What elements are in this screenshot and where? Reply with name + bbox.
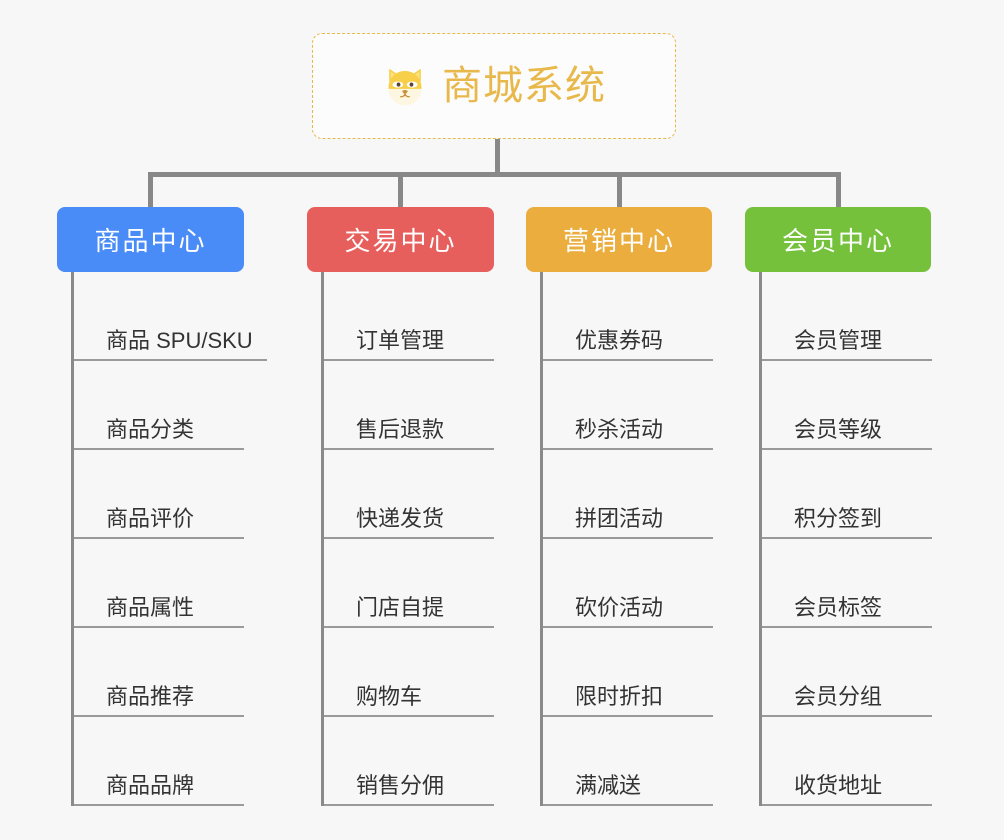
branch-member-center: 会员中心 会员管理 会员等级 积分签到 会员标签 会员分组 收货地址 [745,207,961,806]
list-item[interactable]: 快递发货 [324,450,523,539]
leaf-list-member-center: 会员管理 会员等级 积分签到 会员标签 会员分组 收货地址 [759,272,961,806]
leaf-label: 收货地址 [762,773,932,806]
leaf-label: 秒杀活动 [543,417,713,450]
leaf-label: 商品属性 [74,595,244,628]
list-item[interactable]: 订单管理 [324,272,523,361]
list-item[interactable]: 会员分组 [762,628,961,717]
leaf-list-trade-center: 订单管理 售后退款 快递发货 门店自提 购物车 销售分佣 [321,272,523,806]
connector-drop-marketing-center [617,172,622,209]
branch-product-center: 商品中心 商品 SPU/SKU 商品分类 商品评价 商品属性 商品推荐 商品品牌 [57,207,273,806]
leaf-label: 订单管理 [324,328,494,361]
list-item[interactable]: 门店自提 [324,539,523,628]
list-item[interactable]: 会员管理 [762,272,961,361]
list-item[interactable]: 会员等级 [762,361,961,450]
leaf-label: 优惠券码 [543,328,713,361]
leaf-label: 积分签到 [762,506,932,539]
category-header-marketing-center[interactable]: 营销中心 [526,207,712,272]
shiba-dog-face-icon [388,68,422,106]
leaf-label: 限时折扣 [543,684,713,717]
list-item[interactable]: 拼团活动 [543,450,742,539]
connector-drop-product-center [148,172,153,209]
leaf-list-product-center: 商品 SPU/SKU 商品分类 商品评价 商品属性 商品推荐 商品品牌 [71,272,273,806]
leaf-label: 商品推荐 [74,684,244,717]
list-item[interactable]: 商品推荐 [74,628,273,717]
leaf-label: 商品分类 [74,417,244,450]
list-item[interactable]: 商品分类 [74,361,273,450]
list-item[interactable]: 商品 SPU/SKU [74,272,273,361]
list-item[interactable]: 砍价活动 [543,539,742,628]
list-item[interactable]: 秒杀活动 [543,361,742,450]
list-item[interactable]: 购物车 [324,628,523,717]
category-header-product-center[interactable]: 商品中心 [57,207,244,272]
list-item[interactable]: 满减送 [543,717,742,806]
connector-horizontal-bus [148,172,838,177]
list-item[interactable]: 商品属性 [74,539,273,628]
leaf-label: 会员等级 [762,417,932,450]
leaf-label: 门店自提 [324,595,494,628]
leaf-label: 会员管理 [762,328,932,361]
connector-drop-trade-center [398,172,403,209]
branch-marketing-center: 营销中心 优惠券码 秒杀活动 拼团活动 砍价活动 限时折扣 满减送 [526,207,742,806]
list-item[interactable]: 收货地址 [762,717,961,806]
leaf-label: 购物车 [324,684,494,717]
leaf-label: 会员标签 [762,595,932,628]
leaf-label: 会员分组 [762,684,932,717]
list-item[interactable]: 限时折扣 [543,628,742,717]
list-item[interactable]: 售后退款 [324,361,523,450]
connector-root-stem [495,139,500,175]
branch-trade-center: 交易中心 订单管理 售后退款 快递发货 门店自提 购物车 销售分佣 [307,207,523,806]
leaf-list-marketing-center: 优惠券码 秒杀活动 拼团活动 砍价活动 限时折扣 满减送 [540,272,742,806]
list-item[interactable]: 会员标签 [762,539,961,628]
root-title: 商城系统 [442,64,606,108]
leaf-label: 快递发货 [324,506,494,539]
list-item[interactable]: 优惠券码 [543,272,742,361]
list-item[interactable]: 商品品牌 [74,717,273,806]
root-node[interactable]: 商城系统 [312,33,676,139]
leaf-label: 满减送 [543,773,713,806]
list-item[interactable]: 销售分佣 [324,717,523,806]
list-item[interactable]: 积分签到 [762,450,961,539]
list-item[interactable]: 商品评价 [74,450,273,539]
leaf-label: 销售分佣 [324,773,494,806]
leaf-label: 拼团活动 [543,506,713,539]
connector-drop-member-center [836,172,841,209]
category-header-member-center[interactable]: 会员中心 [745,207,931,272]
leaf-label: 商品评价 [74,506,244,539]
leaf-label: 砍价活动 [543,595,713,628]
leaf-label: 售后退款 [324,417,494,450]
leaf-label: 商品 SPU/SKU [74,328,267,361]
leaf-label: 商品品牌 [74,773,244,806]
category-header-trade-center[interactable]: 交易中心 [307,207,494,272]
